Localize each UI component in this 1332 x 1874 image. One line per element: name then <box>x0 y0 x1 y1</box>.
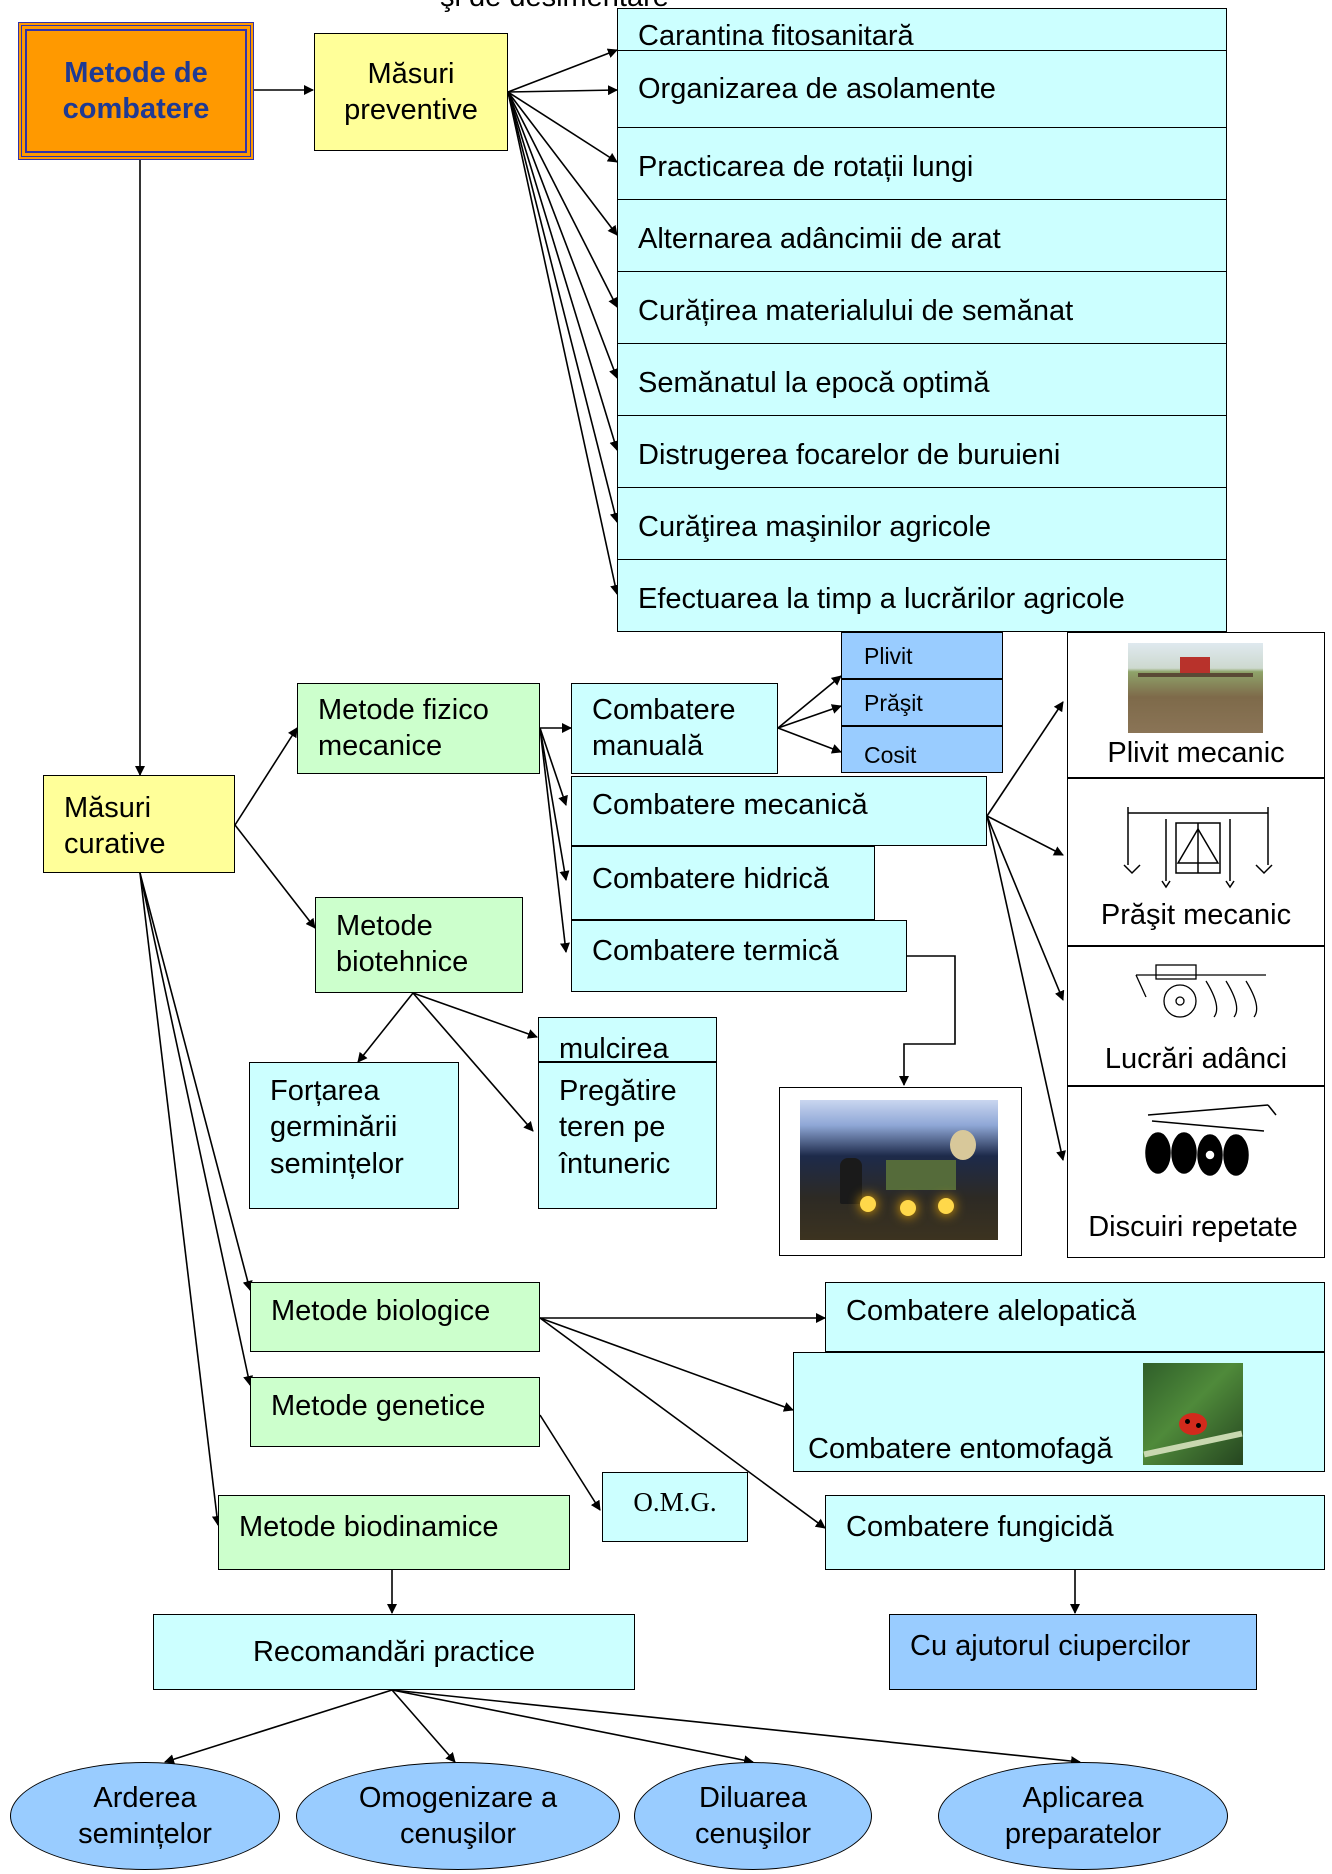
thermal-combat-label: Combatere termică <box>592 935 839 967</box>
preventive-list: Carantina fitosanitară Organizarea de as… <box>617 8 1227 632</box>
ladybug-photo <box>1143 1363 1243 1465</box>
recommendations-node: Recomandări practice <box>153 1614 635 1690</box>
hydric-combat-label: Combatere hidrică <box>592 863 829 895</box>
biological-methods-node: Metode biologice <box>250 1282 540 1352</box>
cultivator-drawing <box>1123 807 1273 889</box>
thermal-photo-panel <box>779 1087 1022 1256</box>
plivit-mecanic-caption: Plivit mecanic <box>1107 737 1285 769</box>
entomophagous-node: Combatere entomofagă <box>793 1352 1325 1472</box>
preventive-item: Alternarea adâncimii de arat <box>618 199 1226 271</box>
preventive-item: Distrugerea focarelor de buruieni <box>618 415 1226 487</box>
manual-item: Prăşit <box>841 679 1003 726</box>
entomophagous-label: Combatere entomofagă <box>808 1433 1113 1465</box>
practice-label: Diluarea cenuşilor <box>694 1781 812 1850</box>
practice-label: Arderea semințelor <box>78 1781 212 1850</box>
manual-item-label: Plivit <box>864 643 913 669</box>
allelopathic-node: Combatere alelopatică <box>825 1282 1325 1352</box>
practice-ellipse: Diluarea cenuşilor <box>634 1762 872 1870</box>
manual-item: Cosit <box>841 726 1003 773</box>
fungi-node: Cu ajutorul ciupercilor <box>889 1614 1257 1690</box>
preventive-item: Curăţirea maşinilor agricole <box>618 487 1226 559</box>
physical-methods-node: Metode fizico mecanice <box>297 683 540 774</box>
preventive-item: Semănatul la epocă optimă <box>618 343 1226 415</box>
top-title-fragment: şi de desimentare <box>440 0 669 14</box>
biological-methods-label: Metode biologice <box>271 1295 491 1327</box>
preventive-node: Măsuri preventive <box>314 33 508 151</box>
preventive-item: Efectuarea la timp a lucrărilor agricole <box>618 559 1226 631</box>
deep-plough-drawing <box>1135 964 1266 1018</box>
preventive-item: Practicarea de rotații lungi <box>618 127 1226 199</box>
allelopathic-label: Combatere alelopatică <box>846 1295 1137 1327</box>
genetic-methods-node: Metode genetice <box>250 1377 540 1447</box>
dark-prep-node: Pregătire teren pe întuneric <box>538 1062 717 1209</box>
lucrari-adanci-panel: Lucrări adânci <box>1067 946 1325 1086</box>
manual-item: Plivit <box>841 632 1003 679</box>
discuiri-repetate-panel: Discuiri repetate <box>1067 1086 1325 1258</box>
biotechnical-methods-node: Metode biotehnice <box>315 897 523 993</box>
manual-combat-node: Combatere manuală <box>571 683 778 774</box>
practice-ellipse: Omogenizare a cenuşilor <box>296 1762 620 1870</box>
preventive-item: Carantina fitosanitară <box>618 9 1226 52</box>
manual-combat-label: Combatere manuală <box>592 694 736 763</box>
practice-label: Omogenizare a cenuşilor <box>358 1781 558 1850</box>
practice-ellipse: Arderea semințelor <box>10 1762 280 1870</box>
thermal-weeding-photo <box>800 1100 998 1240</box>
practice-ellipse: Aplicarea preparatelor <box>938 1762 1228 1870</box>
biodynamic-methods-node: Metode biodinamice <box>218 1495 570 1570</box>
hydric-combat-node: Combatere hidrică <box>571 846 875 920</box>
manual-item-label: Cosit <box>864 742 917 768</box>
fungicidal-label: Combatere fungicidă <box>846 1511 1114 1543</box>
forcing-node: Forțarea germinării semințelor <box>249 1062 459 1209</box>
root-node: Metode de combatere <box>18 22 254 160</box>
recommendations-label: Recomandări practice <box>252 1635 536 1668</box>
manual-item-label: Prăşit <box>864 690 923 716</box>
dark-prep-label: Pregătire teren pe întuneric <box>559 1075 677 1180</box>
prasit-mecanic-caption: Prăşit mecanic <box>1100 899 1292 931</box>
biotechnical-methods-label: Metode biotehnice <box>336 910 469 979</box>
gmo-label: O.M.G. <box>633 1487 717 1517</box>
preventive-item: Curățirea materialului de semănat <box>618 271 1226 343</box>
genetic-methods-label: Metode genetice <box>271 1390 486 1422</box>
fungicidal-node: Combatere fungicidă <box>825 1495 1325 1570</box>
curative-node: Măsuri curative <box>43 775 235 873</box>
tractor-photo <box>1128 643 1263 733</box>
gmo-node: O.M.G. <box>602 1472 748 1542</box>
disc-harrow-drawing <box>1145 1104 1277 1176</box>
lucrari-adanci-caption: Lucrări adânci <box>1104 1043 1288 1075</box>
plivit-mecanic-panel: Plivit mecanic <box>1067 632 1325 778</box>
mechanical-combat-label: Combatere mecanică <box>592 789 868 821</box>
preventive-item: Organizarea de asolamente <box>638 73 996 105</box>
discuiri-repetate-caption: Discuiri repetate <box>1088 1211 1298 1243</box>
physical-methods-label: Metode fizico mecanice <box>318 694 489 763</box>
fungi-label: Cu ajutorul ciupercilor <box>910 1630 1191 1662</box>
root-label: Metode de combatere <box>62 56 210 125</box>
forcing-label: Forțarea germinării semințelor <box>270 1075 404 1180</box>
preventive-label: Măsuri preventive <box>344 57 478 126</box>
mulching-node: mulcirea <box>538 1017 717 1062</box>
thermal-combat-node: Combatere termică <box>571 920 907 992</box>
practice-label: Aplicarea preparatelor <box>1004 1781 1162 1850</box>
curative-label: Măsuri curative <box>64 792 166 861</box>
prasit-mecanic-panel: Prăşit mecanic <box>1067 778 1325 946</box>
mulching-label: mulcirea <box>559 1033 669 1062</box>
biodynamic-methods-label: Metode biodinamice <box>239 1511 499 1543</box>
mechanical-combat-node: Combatere mecanică <box>571 776 987 846</box>
